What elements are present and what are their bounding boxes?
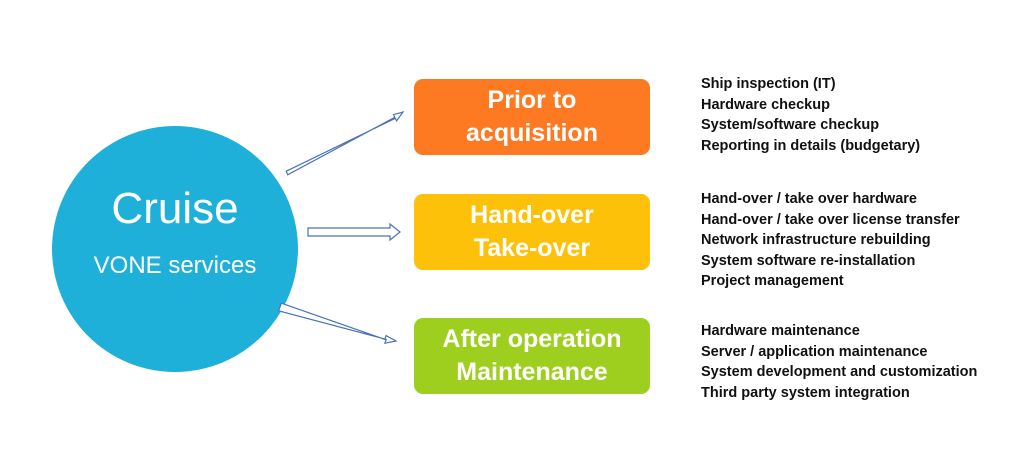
task-item: Network infrastructure rebuilding [701,232,931,248]
phase-box-handover-takeover: Hand-over Take-over [414,194,650,270]
task-item: Server / application maintenance [701,343,928,360]
task-item: System development and customization [701,364,978,380]
task-item: Hand-over / take over hardware [701,191,917,207]
task-item: System software re-installation [701,252,916,269]
phase-title-line1: Prior to [487,86,577,114]
task-item: Hand-over / take over license transfer [701,211,960,228]
circle-title: Cruise [111,184,239,233]
phase-title-line1: After operation [442,325,622,353]
phase-title-line1: Hand-over [470,201,594,229]
arrow-to-after-operation [277,302,398,344]
prior-to-acquisition-tasks: Ship inspection (IT) Hardware checkup Sy… [701,74,920,156]
task-item: Project management [701,273,844,289]
arrow-to-prior-acquisition [285,110,405,176]
task-item: Reporting in details (budgetary) [701,137,921,154]
circle-subtitle: VONE services [93,252,257,279]
task-item: Hardware checkup [701,96,830,113]
task-item: Ship inspection (IT) [701,76,836,92]
phase-box-prior-to-acquisition: Prior to acquisition [414,79,650,155]
handover-takeover-tasks: Hand-over / take over hardware Hand-over… [701,189,960,292]
phase-title-line2: acquisition [466,119,598,147]
task-item: Third party system integration [701,384,910,401]
arrow-to-handover [307,222,401,242]
phase-title-line2: Maintenance [456,358,608,386]
cruise-services-circle: Cruise VONE services [52,126,298,372]
task-item: Hardware maintenance [701,323,860,339]
phase-box-after-operation-maintenance: After operation Maintenance [414,318,650,394]
after-operation-maintenance-tasks: Hardware maintenance Server / applicatio… [701,321,977,403]
phase-title-line2: Take-over [473,234,591,262]
task-item: System/software checkup [701,117,880,133]
